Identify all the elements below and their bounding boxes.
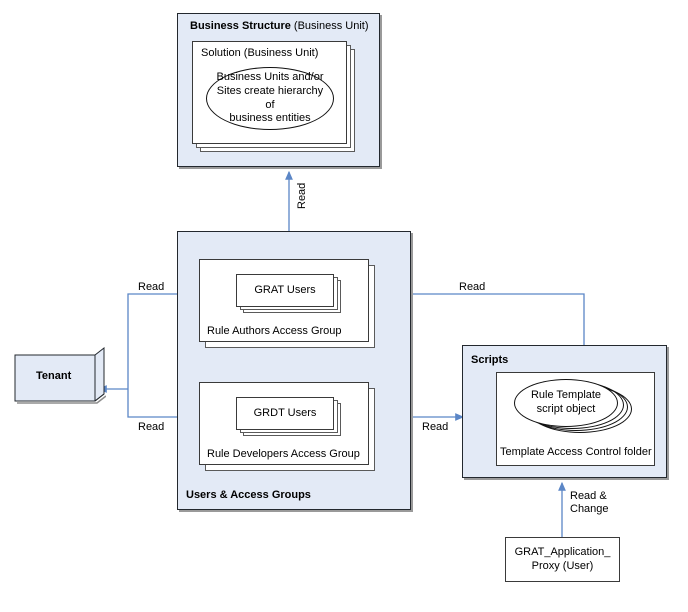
business-structure-title-normal: (Business Unit) xyxy=(290,20,369,32)
tenant-shape xyxy=(14,346,107,404)
template-access-control-folder-label: Template Access Control folder xyxy=(500,446,652,458)
rule-authors-access-group-label: Rule Authors Access Group xyxy=(207,325,342,337)
proxy-line-2: Proxy (User) xyxy=(531,559,594,572)
edge-label-grdt-to-scripts-read: Read xyxy=(422,421,449,433)
rule-template-line-2: script object xyxy=(536,403,596,415)
grat-application-proxy-box[interactable]: GRAT_Application_ Proxy (User) xyxy=(505,537,620,582)
tenant-node[interactable] xyxy=(14,346,107,405)
proxy-edge-line-2: Change xyxy=(570,503,609,516)
business-units-ellipse-text: Business Units and/or Sites create hiera… xyxy=(207,71,333,126)
ellipse-line-3: business entities xyxy=(229,112,311,125)
business-structure-title-bold: Business Structure xyxy=(190,20,291,32)
rule-template-line-1: Rule Template xyxy=(530,389,602,402)
rule-developers-access-group-label: Rule Developers Access Group xyxy=(207,448,360,460)
business-structure-title: Business Structure (Business Unit) xyxy=(190,20,369,32)
edge-label-proxy-read-change: Read & Change xyxy=(570,490,609,516)
grdt-users-label: GRDT Users xyxy=(253,406,317,419)
rule-template-script-object-ellipse[interactable]: Rule Template script object xyxy=(514,379,618,427)
grdt-users-box[interactable]: GRDT Users xyxy=(236,397,334,430)
ellipse-line-2: Sites create hierarchy of xyxy=(216,84,324,111)
edge-label-business-read: Read xyxy=(296,182,308,209)
scripts-title: Scripts xyxy=(471,354,509,366)
proxy-edge-line-1: Read & xyxy=(570,490,607,502)
ellipse-line-1: Business Units and/or xyxy=(216,71,324,83)
edge-label-tenant-to-grat-read: Read xyxy=(138,281,165,293)
business-units-ellipse[interactable]: Business Units and/or Sites create hiera… xyxy=(206,67,334,130)
edge-label-grat-to-scripts-read: Read xyxy=(459,281,486,293)
edge-label-tenant-to-grdt-read: Read xyxy=(138,421,165,433)
grat-application-proxy-text: GRAT_Application_ Proxy (User) xyxy=(515,546,611,574)
proxy-line-1: GRAT_Application_ xyxy=(514,545,611,558)
grat-users-label: GRAT Users xyxy=(254,283,316,296)
solution-label: Solution (Business Unit) xyxy=(201,47,319,59)
grat-users-box[interactable]: GRAT Users xyxy=(236,274,334,307)
tenant-label: Tenant xyxy=(36,370,72,382)
rule-template-ellipse-text: Rule Template script object xyxy=(531,389,601,417)
users-access-groups-title: Users & Access Groups xyxy=(186,489,311,501)
